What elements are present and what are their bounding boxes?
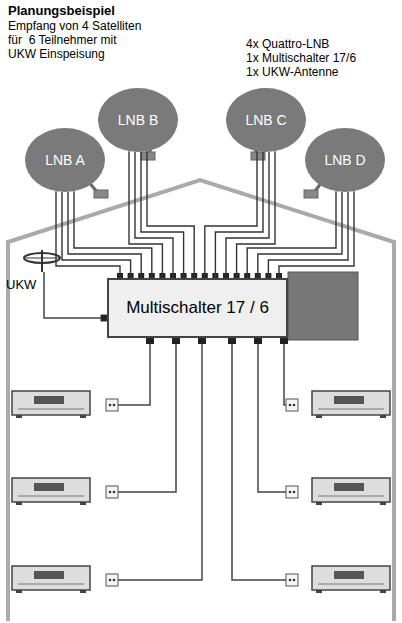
socket-pin	[293, 491, 296, 494]
receiver-foot	[16, 590, 22, 593]
receiver-body	[312, 391, 390, 415]
note-text: für 6 Teilnehmer mit	[8, 34, 117, 48]
note-text: UKW Einspeisung	[8, 48, 105, 62]
receiver-display	[334, 396, 364, 404]
multiswitch-box: Multischalter 17 / 6	[107, 278, 288, 338]
socket-pin	[113, 491, 116, 494]
node-label: Multischalter 17 / 6	[126, 298, 269, 318]
satellite-dish: LNB B	[98, 88, 178, 152]
antenna-label: UKW	[6, 278, 36, 293]
receiver-line	[318, 584, 384, 585]
receiver-line	[318, 496, 384, 497]
note-text: Empfang von 4 Satelliten	[8, 20, 141, 34]
receiver-display	[34, 571, 64, 579]
receiver-display	[34, 396, 64, 404]
receiver-display	[34, 483, 64, 491]
output-cables	[118, 340, 286, 580]
coax-cable	[129, 151, 162, 278]
coax-cable	[268, 192, 348, 278]
receiver-foot	[380, 502, 386, 505]
note-text: 1x Multischalter 17/6	[246, 52, 356, 66]
coax-cable	[62, 192, 131, 278]
coax-cable	[279, 191, 354, 278]
coax-cable	[215, 152, 263, 278]
receiver-foot	[16, 502, 22, 505]
socket-pin	[289, 579, 292, 582]
coax-cable	[258, 192, 342, 278]
coax-cable	[237, 151, 275, 278]
socket-pin	[289, 404, 292, 407]
coax-cable	[247, 191, 336, 278]
receiver-body	[12, 566, 90, 590]
receiver-line	[18, 409, 84, 410]
coax-cable	[56, 191, 120, 278]
coax-cable	[147, 151, 194, 278]
receiver-body	[12, 391, 90, 415]
receiver-line	[318, 409, 384, 410]
receivers	[12, 391, 390, 593]
socket-pin	[109, 491, 112, 494]
receiver-foot	[80, 415, 86, 418]
wall-socket	[106, 486, 118, 498]
socket-pin	[113, 579, 116, 582]
socket-pin	[109, 404, 112, 407]
receiver-line	[18, 584, 84, 585]
receiver-foot	[380, 590, 386, 593]
coax-cable	[205, 151, 257, 278]
receiver-line	[18, 496, 84, 497]
coax-cable	[68, 192, 141, 278]
wall-socket	[286, 486, 298, 498]
receiver-display	[334, 483, 364, 491]
receiver-foot	[80, 502, 86, 505]
socket-pin	[113, 404, 116, 407]
wall-sockets	[106, 399, 298, 586]
receiver-foot	[380, 415, 386, 418]
receiver-foot	[316, 590, 322, 593]
output-ports	[146, 338, 288, 344]
node-label: LNB D	[324, 152, 365, 168]
receiver-foot	[16, 415, 22, 418]
receiver-body	[312, 566, 390, 590]
wall-socket	[286, 399, 298, 411]
wall-socket	[106, 399, 118, 411]
socket-pin	[293, 404, 296, 407]
satellite-dish: LNB D	[305, 128, 385, 192]
power-supply	[288, 272, 358, 340]
receiver-foot	[316, 502, 322, 505]
receiver-body	[312, 478, 390, 502]
house-outline	[8, 180, 394, 621]
receiver-body	[12, 478, 90, 502]
socket-pin	[109, 579, 112, 582]
coax-cable	[74, 191, 152, 278]
wall-socket	[286, 574, 298, 586]
wall-socket	[106, 574, 118, 586]
node-label: LNB A	[45, 152, 85, 168]
socket-pin	[289, 491, 292, 494]
receiver-foot	[316, 415, 322, 418]
node-label: LNB B	[118, 112, 158, 128]
receiver-display	[334, 571, 364, 579]
satellite-dish: LNB A	[25, 128, 105, 192]
title: Planungsbeispiel	[8, 4, 115, 19]
node-label: LNB C	[245, 112, 286, 128]
receiver-foot	[80, 590, 86, 593]
satellite-dish: LNB C	[226, 88, 306, 152]
note-text: 4x Quattro-LNB	[246, 38, 329, 52]
note-text: 1x UKW-Antenne	[246, 66, 339, 80]
socket-pin	[293, 579, 296, 582]
